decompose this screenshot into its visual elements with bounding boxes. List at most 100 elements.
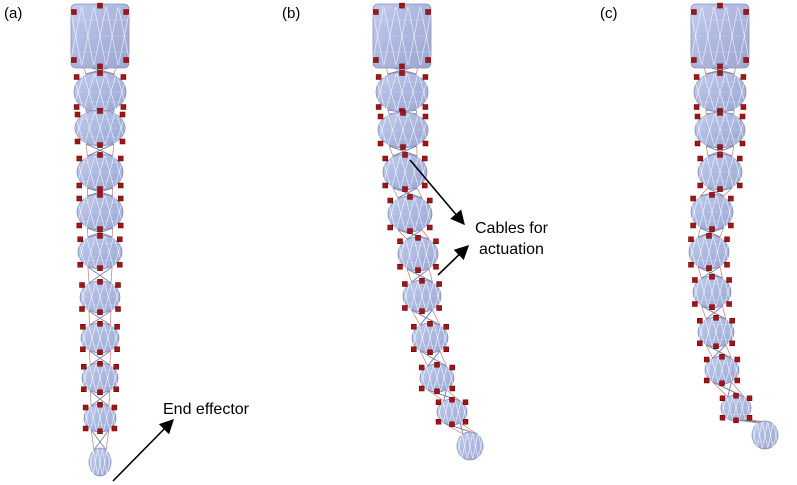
- cable-strand: [89, 350, 91, 366]
- arm-segment: [751, 420, 779, 450]
- cable-anchor: [435, 419, 442, 425]
- cable-anchor: [400, 110, 406, 116]
- cable-anchor: [375, 104, 382, 110]
- cross-link: [744, 418, 758, 424]
- cable-anchor: [97, 152, 103, 158]
- cable-anchor: [97, 186, 103, 192]
- cable-strand: [733, 109, 735, 115]
- cable-anchor: [402, 186, 408, 192]
- cable-anchor: [387, 224, 393, 231]
- cable-anchor: [111, 404, 118, 411]
- cables-arrow-upper: [409, 159, 465, 226]
- cable-anchor: [97, 279, 103, 285]
- cable-anchor: [407, 228, 413, 234]
- panel-label-a: (a): [4, 5, 22, 22]
- cable-anchor: [717, 110, 723, 116]
- arm-segment: [82, 401, 118, 435]
- cable-anchor: [697, 155, 703, 162]
- arm-segment: [696, 315, 736, 349]
- cross-link: [406, 229, 423, 240]
- cable-strand: [700, 187, 709, 197]
- cable-anchor: [734, 377, 741, 384]
- cable-anchor: [688, 236, 694, 242]
- cross-link: [87, 187, 113, 197]
- cable-anchor: [709, 274, 715, 280]
- cable-anchor: [728, 222, 734, 229]
- cable-anchor: [73, 104, 80, 110]
- arm-segment: [78, 279, 122, 315]
- cable-strand: [87, 266, 90, 284]
- cross-link: [389, 145, 418, 157]
- arm-segment: [693, 110, 747, 150]
- cable-anchor: [82, 404, 89, 411]
- arm-segment: [696, 152, 744, 192]
- arm-segment: [374, 70, 430, 114]
- cable-strand: [392, 187, 399, 199]
- cable-anchor: [115, 282, 121, 288]
- cable-anchor: [425, 9, 431, 15]
- robot-arm-straight: [69, 2, 131, 477]
- cable-anchor: [81, 386, 87, 392]
- cable-anchor: [713, 343, 719, 349]
- cable-anchor: [97, 428, 103, 435]
- cable-anchor: [724, 236, 730, 242]
- cable-anchor: [717, 63, 723, 70]
- arm-segment: [703, 353, 741, 387]
- cable-strand: [112, 143, 115, 157]
- cable-anchor: [97, 321, 103, 327]
- cable-anchor: [120, 104, 127, 110]
- cable-anchor: [449, 421, 455, 428]
- arm-segment: [687, 233, 731, 271]
- cable-strand: [731, 381, 745, 398]
- cross-link: [706, 145, 733, 157]
- cable-strand: [697, 227, 701, 238]
- cable-anchor: [443, 346, 449, 352]
- cable-anchor: [435, 399, 442, 405]
- cable-anchor: [733, 392, 739, 399]
- cable-strand: [108, 390, 111, 407]
- cable-anchor: [713, 315, 719, 321]
- cable-anchor: [119, 111, 126, 118]
- cable-anchor: [717, 186, 723, 192]
- cable-anchor: [449, 364, 456, 371]
- cross-link: [707, 145, 734, 157]
- cable-anchor: [690, 222, 696, 229]
- cable-anchor: [436, 281, 442, 287]
- panel-label-c: (c): [600, 5, 618, 22]
- cable-anchor: [427, 321, 433, 327]
- cable-anchor: [123, 57, 129, 63]
- cable-anchor: [76, 155, 83, 162]
- cable-anchor: [427, 349, 433, 355]
- cable-anchor: [693, 74, 700, 80]
- cross-link: [87, 143, 114, 157]
- cable-anchor: [691, 9, 697, 15]
- arm-segment: [435, 396, 469, 428]
- arm-segment: [75, 192, 125, 232]
- cable-strand: [105, 429, 110, 451]
- cross-link: [87, 266, 112, 284]
- cable-anchor: [419, 308, 425, 314]
- arm-segment: [719, 392, 753, 424]
- cable-anchor: [120, 74, 127, 80]
- panel-label-b: (b): [282, 5, 300, 22]
- arm-segment: [72, 70, 128, 114]
- arm-segment: [401, 278, 443, 314]
- cable-anchor: [462, 399, 469, 405]
- cable-strand: [719, 227, 724, 238]
- cable-anchor: [117, 182, 124, 189]
- cable-anchor: [377, 113, 384, 120]
- arm-segment: [692, 70, 748, 114]
- cable-strand: [111, 227, 113, 238]
- cable-anchor: [427, 224, 433, 231]
- cable-anchor: [399, 63, 405, 70]
- cable-anchor: [115, 306, 121, 312]
- cable-anchor: [719, 380, 725, 387]
- arm-segment: [371, 2, 433, 70]
- cross-link: [443, 389, 447, 402]
- cable-strand: [87, 227, 89, 238]
- cross-link: [89, 350, 111, 366]
- cross-link: [397, 187, 418, 199]
- cable-anchor: [691, 57, 697, 63]
- cable-anchor: [717, 152, 723, 158]
- cable-anchor: [79, 306, 85, 312]
